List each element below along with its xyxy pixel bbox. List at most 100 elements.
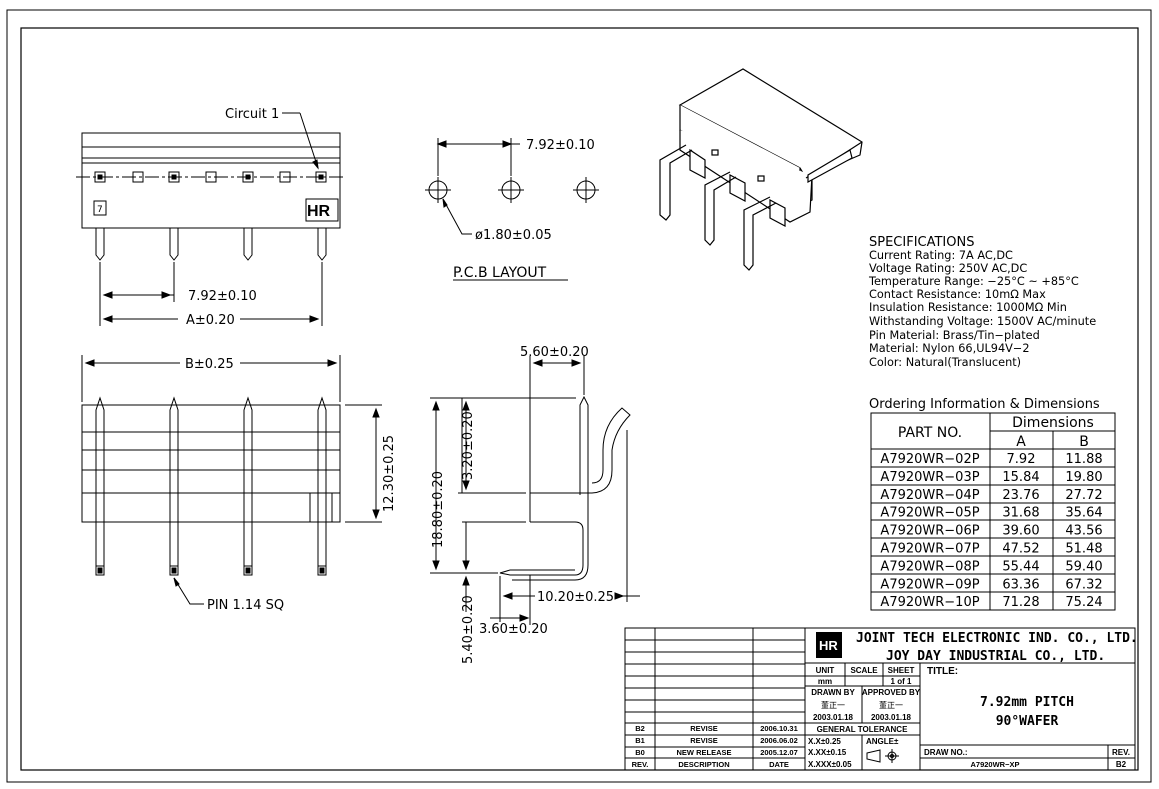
hr-logo: HR bbox=[307, 203, 331, 220]
drawing-title-1: 7.92mm PITCH bbox=[980, 695, 1074, 710]
isometric-view bbox=[659, 68, 863, 271]
col-part-no: PART NO. bbox=[898, 425, 962, 441]
title-block bbox=[624, 627, 1136, 771]
revision-date: 2006.10.31 bbox=[760, 724, 798, 733]
approved-by-date: 2003.01.18 bbox=[871, 713, 912, 722]
revision-desc: REVISE bbox=[690, 736, 718, 745]
spec-line: Current Rating: 7A AC,DC bbox=[869, 249, 1013, 262]
sheet-label: SHEET bbox=[888, 666, 915, 675]
title-label: TITLE: bbox=[927, 666, 958, 677]
tolerance-1: X.X±0.25 bbox=[808, 737, 841, 746]
front-dim-a: A±0.20 bbox=[186, 313, 235, 328]
projection-symbol-icon bbox=[866, 749, 899, 763]
dim-a-cell: 63.36 bbox=[1002, 577, 1039, 592]
pcb-layout-title: P.C.B LAYOUT bbox=[453, 265, 547, 281]
revision-rev: B1 bbox=[635, 736, 645, 745]
dim-b-cell: 27.72 bbox=[1065, 488, 1102, 503]
spec-line: Withstanding Voltage: 1500V AC/minute bbox=[869, 315, 1096, 328]
company-name-1: JOINT TECH ELECTRONIC IND. CO., LTD. bbox=[856, 631, 1138, 646]
part-number-cell: A7920WR−07P bbox=[880, 542, 979, 557]
part-number-cell: A7920WR−05P bbox=[880, 506, 979, 521]
side-dim-total-height: 18.80±0.20 bbox=[431, 471, 446, 548]
dim-b-cell: 59.40 bbox=[1065, 559, 1102, 574]
part-number-cell: A7920WR−06P bbox=[880, 524, 979, 539]
side-dim-offset: 3.60±0.20 bbox=[479, 622, 548, 637]
bottom-dim-height: 12.30±0.25 bbox=[382, 435, 397, 512]
revision-rev: B0 bbox=[635, 748, 645, 757]
revision-desc: REVISE bbox=[690, 724, 718, 733]
tolerance-2: X.XX±0.15 bbox=[808, 748, 847, 757]
col-dimensions: Dimensions bbox=[1012, 415, 1094, 431]
front-view bbox=[76, 112, 346, 326]
polarity-mark-box bbox=[93, 200, 107, 216]
bottom-dim-b: B±0.25 bbox=[185, 357, 234, 372]
part-number-cell: A7920WR−10P bbox=[880, 595, 979, 610]
hr-logo-box bbox=[305, 198, 339, 222]
dim-b-cell: 19.80 bbox=[1065, 470, 1102, 485]
approved-by-name: 董正一 bbox=[879, 700, 903, 710]
spec-line: Contact Resistance: 10mΩ Max bbox=[869, 288, 1046, 301]
col-rev-header: REV. bbox=[632, 760, 649, 769]
spec-line: Color: Natural(Translucent) bbox=[869, 356, 1021, 369]
unit-label: UNIT bbox=[816, 666, 835, 675]
col-b: B bbox=[1079, 434, 1089, 450]
dim-a-cell: 7.92 bbox=[1007, 452, 1036, 467]
spec-line: Voltage Rating: 250V AC,DC bbox=[869, 262, 1027, 275]
drawn-by-name: 董正一 bbox=[821, 700, 845, 710]
side-view bbox=[430, 356, 640, 625]
col-a: A bbox=[1016, 434, 1026, 450]
svg-text:HR: HR bbox=[819, 638, 838, 653]
sheet-value: 1 of 1 bbox=[891, 677, 912, 686]
dim-a-cell: 47.52 bbox=[1002, 542, 1039, 557]
dim-b-cell: 75.24 bbox=[1065, 595, 1102, 610]
revision-date: 2006.06.02 bbox=[760, 736, 798, 745]
drawn-by-label: DRAWN BY bbox=[811, 688, 855, 697]
polarity-mark: 7 bbox=[97, 205, 103, 215]
inner-border bbox=[20, 27, 1139, 771]
tolerance-3: X.XXX±0.05 bbox=[808, 760, 852, 769]
revision-date: 2005.12.07 bbox=[760, 748, 798, 757]
pcb-dim-hole: ø1.80±0.05 bbox=[475, 228, 552, 243]
dim-b-cell: 43.56 bbox=[1065, 524, 1102, 539]
pin-windows bbox=[94, 171, 327, 183]
company-name-2: JOY DAY INDUSTRIAL CO., LTD. bbox=[886, 649, 1105, 664]
spec-line: Pin Material: Brass/Tin−plated bbox=[869, 329, 1040, 342]
side-dim-top: 5.60±0.20 bbox=[520, 345, 589, 360]
part-number-cell: A7920WR−02P bbox=[880, 452, 979, 467]
col-description-header: DESCRIPTION bbox=[678, 760, 729, 769]
dim-a-cell: 31.68 bbox=[1002, 506, 1039, 521]
dim-a-cell: 23.76 bbox=[1002, 488, 1039, 503]
spec-title: SPECIFICATIONS bbox=[869, 235, 974, 250]
bottom-view bbox=[81, 355, 382, 605]
part-number-cell: A7920WR−03P bbox=[880, 470, 979, 485]
dim-b-cell: 35.64 bbox=[1065, 506, 1102, 521]
dim-b-cell: 51.48 bbox=[1065, 542, 1102, 557]
part-number-cell: A7920WR−09P bbox=[880, 577, 979, 592]
spec-line: Insulation Resistance: 1000MΩ Min bbox=[869, 301, 1067, 314]
approved-by-label: APPROVED BY bbox=[862, 688, 921, 697]
front-dim-pitch: 7.92±0.10 bbox=[188, 289, 257, 304]
ordering-table: PART NO. Dimensions A B A7920WR−02P 7.92 1… bbox=[870, 412, 1116, 611]
revision-rev: B2 bbox=[635, 724, 645, 733]
drawing-title-2: 90°WAFER bbox=[996, 714, 1059, 729]
spec-line: Temperature Range: −25°C ~ +85°C bbox=[868, 275, 1079, 288]
spec-line: Material: Nylon 66,UL94V−2 bbox=[869, 342, 1030, 355]
circuit-label: Circuit 1 bbox=[225, 107, 279, 122]
side-dim-lower: 5.40±0.20 bbox=[461, 595, 476, 664]
scale-label: SCALE bbox=[850, 666, 878, 675]
draw-no-value: A7920WR−XP bbox=[971, 760, 1020, 769]
side-dim-upper: 3.20±0.20 bbox=[461, 411, 476, 480]
side-dim-depth: 10.20±0.25 bbox=[537, 590, 614, 605]
part-number-cell: A7920WR−08P bbox=[880, 559, 979, 574]
ordering-title: Ordering Information & Dimensions bbox=[869, 397, 1100, 412]
pins-bottom bbox=[95, 396, 327, 576]
dim-b-cell: 67.32 bbox=[1065, 577, 1102, 592]
pin-size-label: PIN 1.14 SQ bbox=[207, 598, 284, 613]
pcb-dim-pitch: 7.92±0.10 bbox=[526, 138, 595, 153]
dim-a-cell: 15.84 bbox=[1002, 470, 1039, 485]
unit-value: mm bbox=[818, 677, 832, 686]
revision-desc: NEW RELEASE bbox=[676, 748, 731, 757]
col-date-header: DATE bbox=[769, 760, 789, 769]
rev-value: B2 bbox=[1116, 760, 1127, 769]
